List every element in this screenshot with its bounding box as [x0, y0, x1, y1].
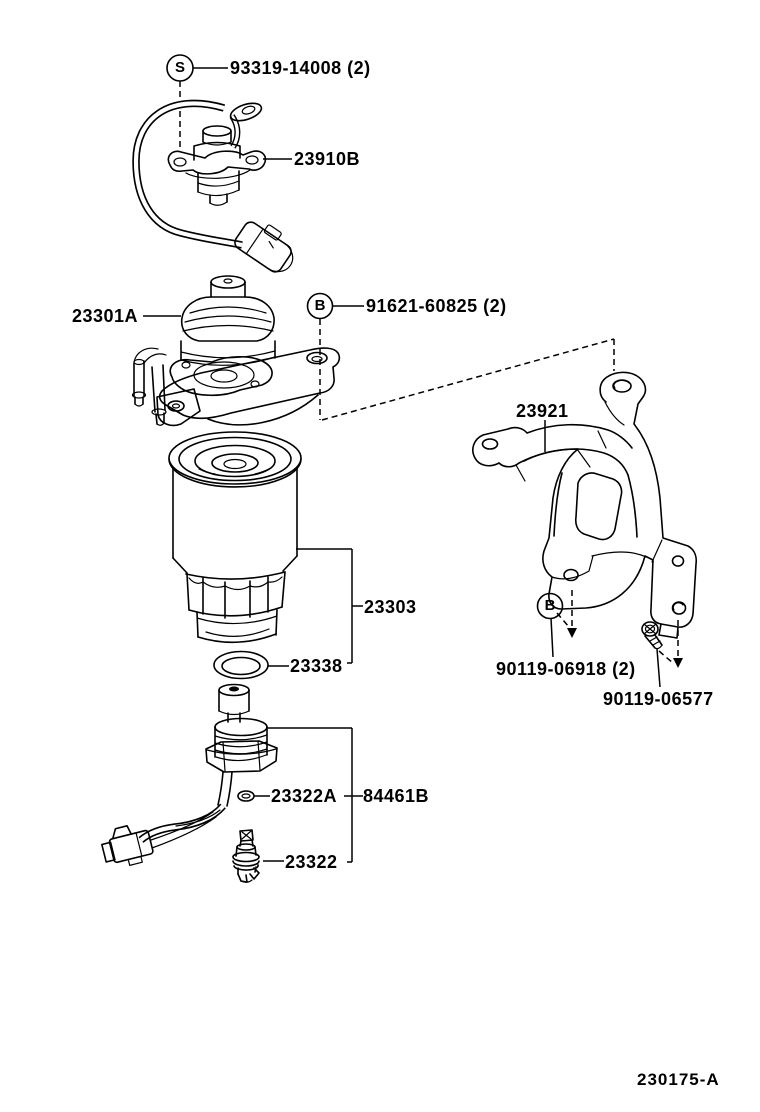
arrowhead — [673, 658, 683, 668]
figure-code: 230175-A — [637, 1070, 720, 1089]
dashed-reference-lines — [179, 81, 683, 668]
callout-b2-letter: B — [544, 597, 556, 614]
sedimenter-84461b-drawing — [101, 683, 278, 866]
part-label-23921: 23921 — [516, 401, 569, 421]
callout-b1-letter: B — [314, 297, 326, 314]
oring-23322a-drawing — [237, 790, 255, 802]
part-label-91621-60825: 91621-60825 (2) — [366, 296, 507, 316]
bolt-90119-06577-drawing — [641, 621, 663, 650]
oring-23338-drawing — [213, 650, 269, 680]
part-label-23910b: 23910B — [294, 149, 361, 169]
part-label-23322a: 23322A — [271, 786, 338, 806]
part-label-23338: 23338 — [290, 656, 343, 676]
wire-connector — [234, 221, 294, 273]
part-label-23322: 23322 — [285, 852, 338, 872]
callout-b1-circle — [306, 292, 334, 320]
callout-s-letter: S — [174, 59, 185, 76]
sensor-23322-drawing — [232, 829, 260, 883]
part-label-90119-06577: 90119-06577 — [603, 689, 714, 709]
part-label-93319-14008: 93319-14008 (2) — [230, 58, 371, 78]
part-label-90119-06918: 90119-06918 (2) — [496, 659, 636, 679]
callout-b2-circle — [536, 592, 564, 620]
part-label-23303: 23303 — [364, 597, 417, 617]
priming-pump-23910b-drawing — [132, 99, 294, 273]
fuel-filter-assembly-23301a-drawing — [131, 275, 341, 427]
arrowhead — [567, 628, 577, 638]
filter-element-23303-drawing — [168, 431, 302, 644]
bracket-23921-drawing — [472, 371, 698, 639]
harness-connector — [101, 825, 154, 866]
ring-terminal — [229, 102, 263, 122]
part-label-23301a: 23301A — [72, 306, 139, 326]
callout-circles — [166, 54, 564, 620]
part-label-84461b: 84461B — [363, 786, 430, 806]
leader-lines — [143, 67, 661, 863]
